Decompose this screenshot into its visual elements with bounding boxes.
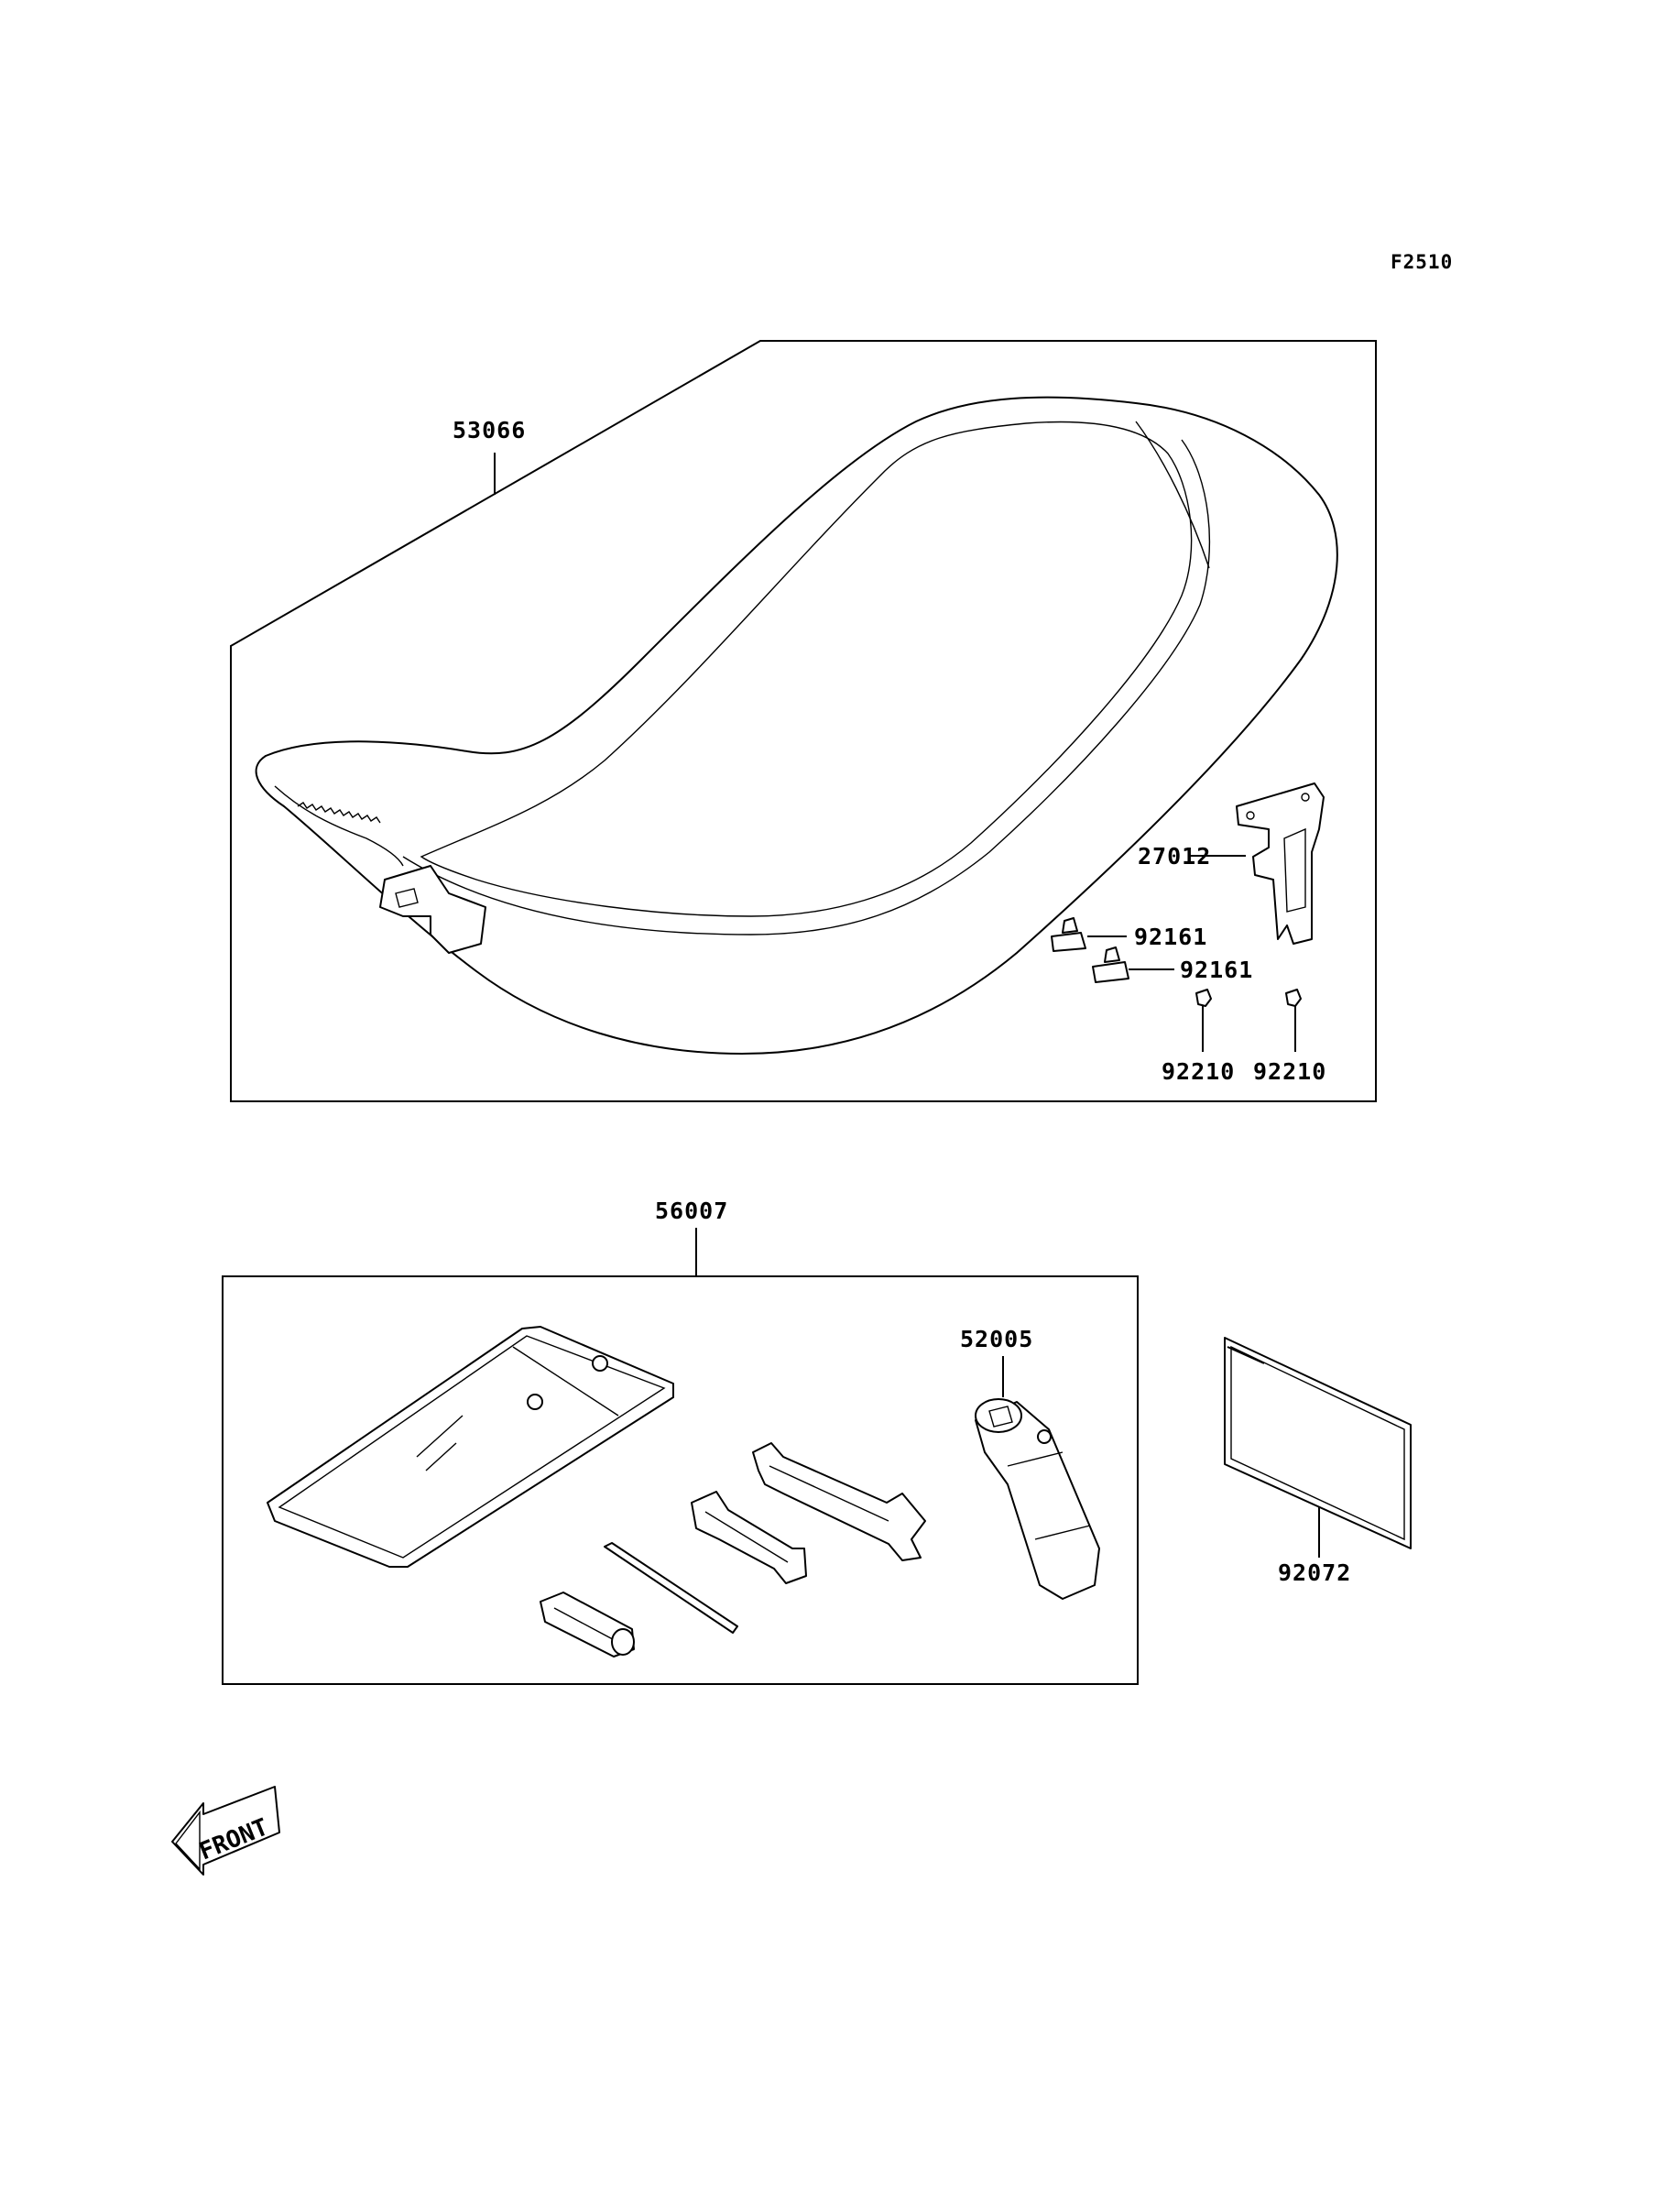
seat-outline	[255, 396, 1338, 1055]
toolkit-part-label: 56007	[655, 1198, 728, 1224]
bracket-hole-left	[1246, 811, 1255, 820]
screwdriver-handle-body	[540, 1592, 635, 1657]
seat-piping-line	[402, 439, 1211, 935]
clip-left-label: 92210	[1162, 1058, 1235, 1085]
tool-pouch-shine-1	[416, 1415, 464, 1458]
plug-wrench-hex	[988, 1406, 1013, 1428]
clip-right-label: 92210	[1253, 1058, 1326, 1085]
damper-top-knob	[1062, 917, 1078, 934]
seat-top-surface	[420, 421, 1193, 917]
damper-bottom-label: 92161	[1180, 957, 1253, 983]
damper-bottom-body	[1092, 961, 1129, 983]
seat-drawing	[255, 396, 1338, 1055]
label-section: 92072	[1224, 1337, 1412, 1586]
bracket-part-label: 27012	[1138, 843, 1211, 870]
box-wrench-drawing	[691, 1491, 807, 1584]
bracket-inner-face	[1283, 827, 1306, 913]
bracket-drawing	[1236, 782, 1325, 945]
damper-bottom-drawing	[1092, 946, 1129, 983]
seat-front-underside	[274, 785, 404, 867]
plug-wrench-part-label: 52005	[960, 1326, 1033, 1352]
screwdriver-handle-drawing	[540, 1592, 635, 1657]
front-arrow-head-shade	[175, 1810, 201, 1871]
seat-part-label: 53066	[453, 417, 526, 443]
damper-top-label: 92161	[1134, 924, 1207, 950]
tool-pouch-drawing	[267, 1326, 674, 1568]
plug-wrench-band-1	[1007, 1451, 1064, 1467]
plug-wrench-pin-hole	[1037, 1429, 1052, 1444]
damper-bottom-knob	[1104, 946, 1120, 963]
seat-front-hook	[379, 865, 486, 954]
screwdriver-shaft	[604, 1542, 738, 1634]
tool-pouch-body	[267, 1326, 674, 1568]
label-card-inner	[1230, 1345, 1405, 1541]
bracket-body	[1236, 782, 1325, 945]
seat-hook-slot	[395, 888, 419, 908]
plug-wrench-band-2	[1034, 1525, 1091, 1540]
damper-top-body	[1051, 932, 1086, 952]
box-wrench-ridge	[704, 1511, 789, 1563]
figure-code: F2510	[1391, 251, 1453, 273]
screwdriver-drawing	[604, 1542, 738, 1634]
tool-pouch-seam	[278, 1335, 666, 1559]
plug-wrench-drawing	[975, 1398, 1100, 1600]
seat-rear-fold	[1135, 421, 1210, 569]
tool-pouch-snap-1	[527, 1394, 543, 1410]
bracket-hole-right	[1301, 793, 1310, 802]
front-arrow: FRONT	[171, 1786, 280, 1876]
clip-left-drawing	[1195, 989, 1212, 1007]
seat-underside-texture	[297, 802, 381, 824]
front-arrow-outline	[171, 1786, 280, 1876]
open-wrench-ridge	[769, 1465, 889, 1522]
plug-wrench-head	[975, 1398, 1022, 1433]
label-part-label: 92072	[1278, 1559, 1351, 1586]
label-card	[1224, 1337, 1412, 1549]
damper-top-drawing	[1051, 917, 1086, 952]
tool-pouch-shine-2	[425, 1442, 457, 1471]
screwdriver-handle-end	[611, 1628, 635, 1656]
tool-pouch-snap-2	[592, 1355, 608, 1372]
seat-section-frame	[230, 340, 1377, 1102]
open-wrench-body	[752, 1442, 926, 1561]
toolkit-frame	[222, 1275, 1139, 1685]
clip-right-drawing	[1285, 989, 1302, 1007]
plug-wrench-body	[975, 1401, 1100, 1600]
box-wrench-body	[691, 1491, 807, 1584]
tool-pouch-flap-line	[512, 1346, 619, 1417]
label-card-edge-mark	[1227, 1346, 1265, 1364]
open-wrench-drawing	[752, 1442, 926, 1561]
toolkit-section: 56007	[222, 1198, 1139, 1685]
seat-section: 53066 27012	[230, 340, 1377, 1102]
